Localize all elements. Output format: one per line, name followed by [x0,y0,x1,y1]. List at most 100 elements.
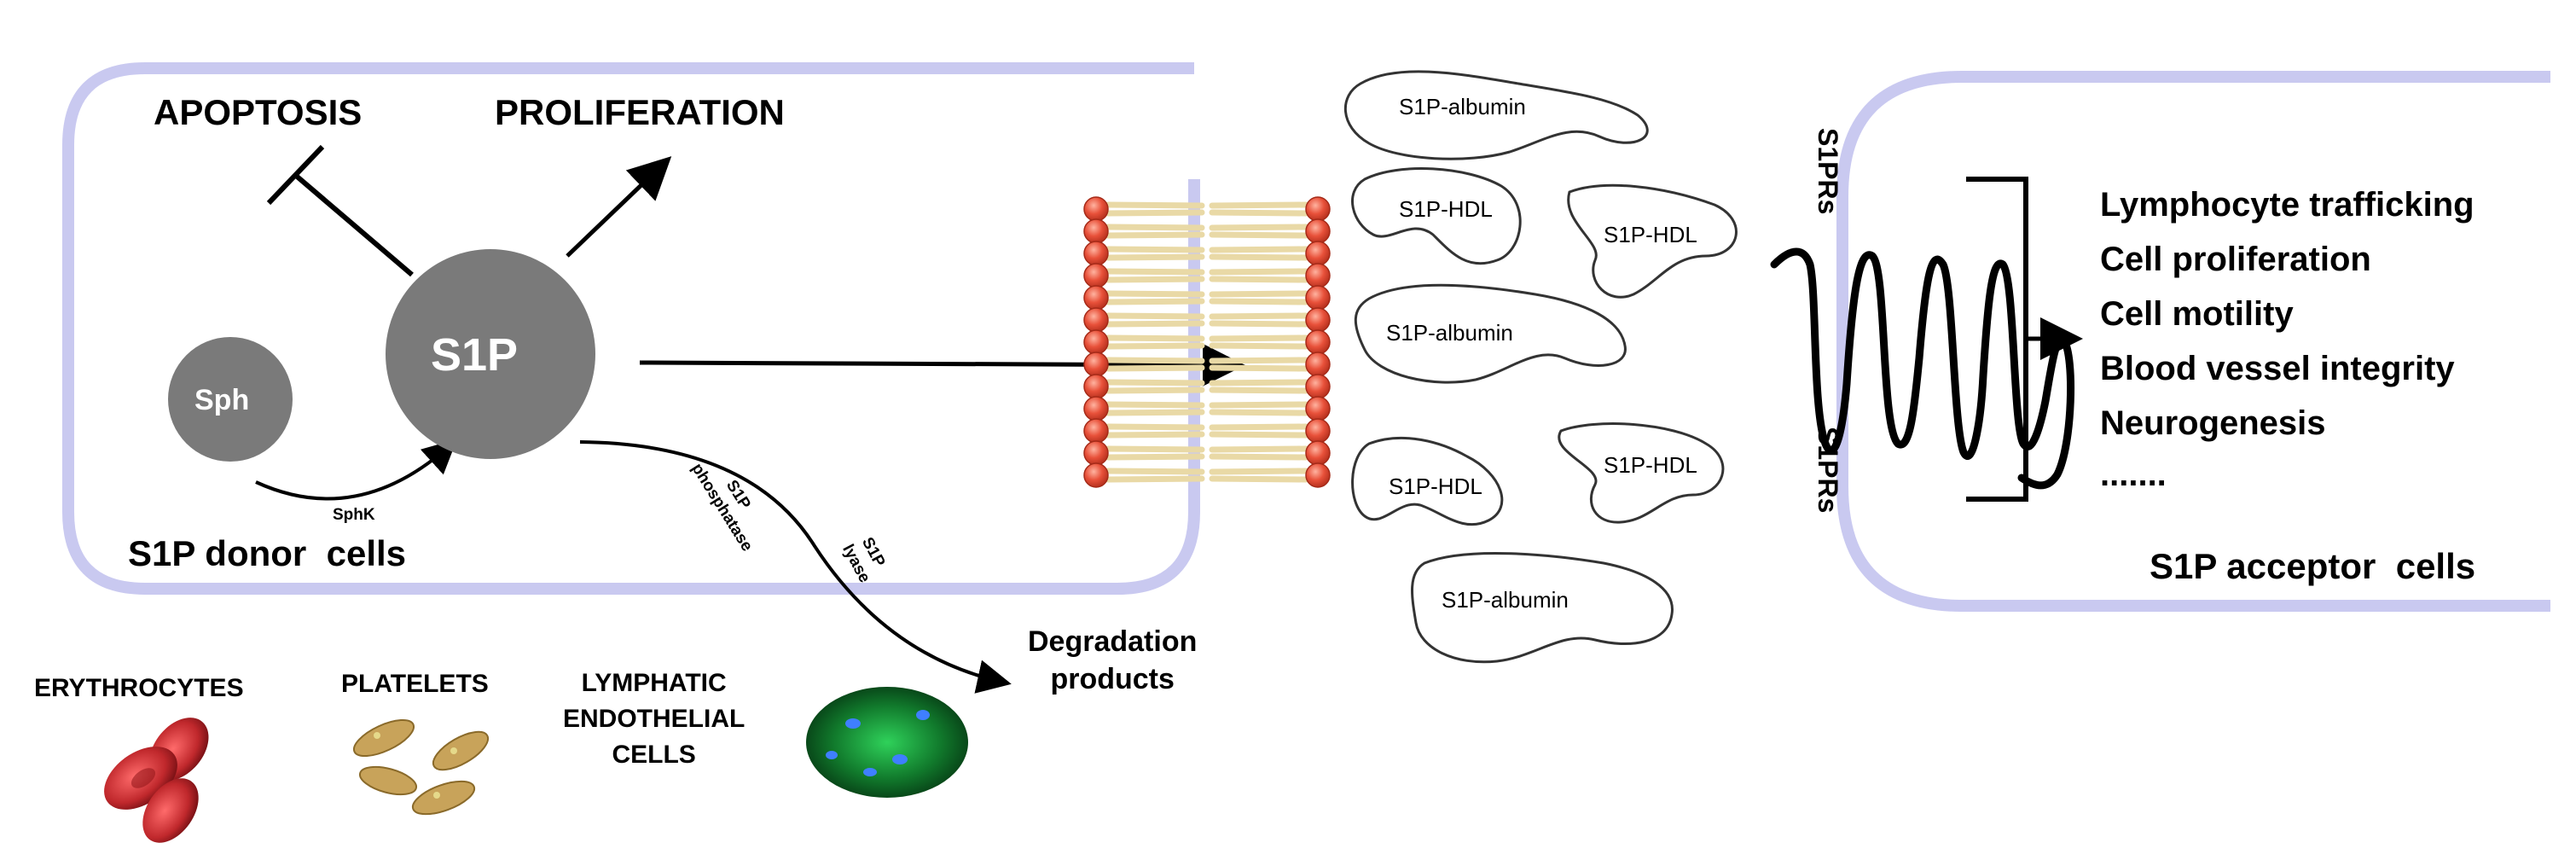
lipid-tail [1209,453,1309,461]
effect-item: Lymphocyte trafficking [2100,186,2474,224]
lipid-tail [1209,224,1309,231]
degradation-arrow [579,440,1012,694]
lipid-tail [1209,253,1309,261]
lipid-bilayer [1083,196,1331,488]
lipid-tail [1209,201,1309,209]
s1p-node [386,249,595,459]
carrier-s1p-albumin-2: S1P-albumin [1386,320,1513,346]
apoptosis-label: APOPTOSIS [154,92,363,132]
lipid-head [1305,196,1331,222]
acceptor-cells-title: S1P acceptor cells [2150,546,2476,586]
donor-cells-title: S1P donor cells [128,533,407,573]
lipid-tail [1209,334,1309,342]
lipid-tail [1105,246,1205,253]
proliferation-label: PROLIFERATION [495,92,785,132]
carrier-blob-s1p-albumin-1 [1343,70,1649,160]
lyase-label: S1P lyase [838,532,891,585]
lipid-head [1305,285,1331,311]
degradation-products-label: Degradation products [1028,623,1197,698]
lipid-tail [1105,201,1205,209]
lipid-tail [1209,431,1309,439]
sph-node-label: Sph [194,384,250,416]
lipid-tail [1209,320,1309,328]
lipid-tail [1105,357,1205,364]
erythrocytes-label: ERYTHROCYTES [34,674,244,702]
lipid-tail [1209,379,1309,387]
lipid-head [1083,218,1109,244]
lipid-tail [1209,409,1309,416]
lipid-head [1305,462,1331,488]
degradation-line-2: products [1050,663,1175,695]
proliferation-arrow [566,156,672,258]
lipid-tail [1105,364,1205,372]
acceptor-cell-membrane [1836,71,2550,612]
carrier-blob-s1p-albumin-2 [1354,283,1627,384]
lipid-tail [1209,468,1309,475]
lipid-head [1083,396,1109,421]
effect-item: Neurogenesis [2100,404,2326,442]
lipid-head [1305,218,1331,244]
lipid-tail [1105,276,1205,283]
sph-node [168,337,293,462]
sphk-label: SphK [333,506,375,524]
apoptosis-inhibition-line [293,172,414,277]
lipid-tail [1209,364,1309,372]
lipid-tail [1105,298,1205,305]
effect-item: Cell motility [2100,295,2294,333]
lipid-tail [1105,468,1205,475]
carrier-blob-s1p-hdl-4 [1558,422,1725,524]
s1pr-receptor-coil [1770,247,2075,490]
carrier-s1p-albumin-1: S1P-albumin [1399,94,1526,119]
lipid-tail [1105,379,1205,387]
lipid-head [1083,374,1109,399]
lipid-tail [1105,224,1205,231]
carrier-blob-s1p-hdl-2 [1567,183,1738,299]
effect-item: ....... [2100,456,2167,493]
lipid-tail [1105,409,1205,416]
carrier-s1p-hdl-1: S1P-HDL [1399,196,1493,222]
lipid-head [1083,462,1109,488]
lipid-head [1083,418,1109,444]
degradation-line-1: Degradation [1028,625,1198,658]
lipid-tail [1209,445,1309,453]
lipid-tail [1105,334,1205,342]
lipid-tail [1209,401,1309,409]
lipid-tail [1209,268,1309,276]
apoptosis-inhibition-bar [266,144,325,206]
s1p-node-label: S1P [431,329,519,381]
effect-item: Blood vessel integrity [2100,350,2455,387]
lipid-tail [1105,312,1205,320]
carrier-s1p-hdl-4: S1P-HDL [1604,452,1697,478]
lipid-tail [1105,320,1205,328]
s1p-export-arrow [639,343,1245,387]
lipid-head [1083,440,1109,466]
lipid-head [1305,263,1331,288]
lipid-head [1083,285,1109,311]
lipid-tail [1209,312,1309,320]
lipid-tail [1105,445,1205,453]
phosphatase-label: S1P phosphatase [688,450,773,555]
sphk-arrow [255,439,457,501]
lipid-tail [1209,357,1309,364]
lipid-head [1305,329,1331,355]
lipid-tail [1209,387,1309,394]
receptor-label-bottom: S1PRs [1813,427,1843,513]
lipid-head [1305,352,1331,377]
lipid-head [1083,352,1109,377]
lipid-head [1305,418,1331,444]
lipid-tail [1105,401,1205,409]
carrier-blob-s1p-hdl-1 [1351,167,1522,265]
lipid-head [1083,263,1109,288]
lipid-head [1083,329,1109,355]
donor-cell-membrane [62,62,1200,595]
lipid-tail [1105,431,1205,439]
lipid-head [1083,196,1109,222]
lipid-head [1083,241,1109,266]
lipid-head [1305,440,1331,466]
carrier-blob-s1p-albumin-3 [1411,551,1674,664]
lipid-head [1083,307,1109,333]
lipid-head [1305,396,1331,421]
platelets-icon [352,718,490,816]
lipid-tail [1105,453,1205,461]
